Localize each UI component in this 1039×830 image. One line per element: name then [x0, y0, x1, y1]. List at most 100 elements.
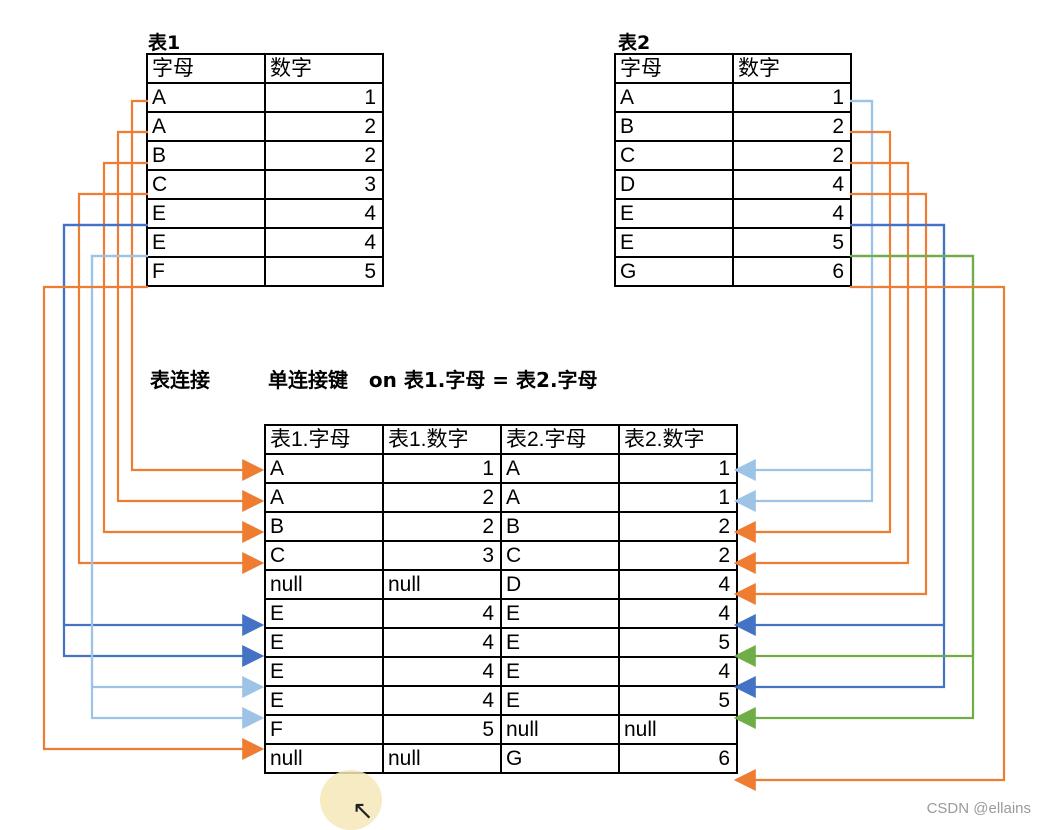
table-cell: null	[382, 569, 502, 600]
table-cell: 5	[264, 256, 384, 287]
table-cell: 4	[732, 198, 852, 229]
table-cell: 1	[732, 82, 852, 113]
table-cell: A	[614, 82, 734, 113]
table-cell: E	[264, 685, 384, 716]
table-cell: 6	[618, 743, 738, 774]
connector-arrow-left	[90, 254, 265, 729]
connector-arrow-left	[116, 130, 265, 512]
table-cell: 2	[732, 111, 852, 142]
connector-arrow-right	[733, 161, 910, 574]
table2-header-cell: 数字	[732, 53, 852, 84]
table1-header-row: 字母数字	[146, 53, 384, 84]
table-cell: 5	[618, 627, 738, 658]
connector-arrow-right	[733, 130, 892, 543]
table-cell: E	[614, 198, 734, 229]
table-cell: null	[264, 569, 384, 600]
table-cell: E	[264, 627, 384, 658]
table-cell: E	[264, 598, 384, 629]
table-cell: B	[264, 511, 384, 542]
table-cell: 2	[618, 540, 738, 571]
joined-header-row: 表1.字母表1.数字表2.字母表2.数字	[264, 424, 738, 455]
table-cell: A	[146, 111, 266, 142]
table-cell: 4	[382, 598, 502, 629]
table-cell: 4	[264, 198, 384, 229]
table2-header-cell: 字母	[614, 53, 734, 84]
table-cell: 3	[264, 169, 384, 200]
table-cell: 2	[618, 511, 738, 542]
table-cell: E	[500, 685, 620, 716]
table-cell: 4	[618, 569, 738, 600]
table-cell: G	[500, 743, 620, 774]
table-cell: E	[146, 227, 266, 258]
connector-arrow-right	[733, 285, 1006, 791]
table-cell: A	[146, 82, 266, 113]
table-cell: F	[264, 714, 384, 745]
joined-header-cell: 表1.字母	[264, 424, 384, 455]
table-cell: D	[614, 169, 734, 200]
joined-header-cell: 表2.字母	[500, 424, 620, 455]
table-cell: 2	[732, 140, 852, 171]
table-cell: 1	[618, 482, 738, 513]
table-cell: 1	[382, 453, 502, 484]
table-cell: C	[264, 540, 384, 571]
table-cell: 4	[618, 598, 738, 629]
table-cell: D	[500, 569, 620, 600]
table-cell: A	[500, 453, 620, 484]
table-cell: 4	[382, 627, 502, 658]
table-cell: 3	[382, 540, 502, 571]
connector-arrow-right	[733, 223, 946, 636]
table-cell: E	[500, 656, 620, 687]
table-cell: 5	[382, 714, 502, 745]
table-cell: F	[146, 256, 266, 287]
connector-arrow-right	[733, 99, 874, 481]
table-cell: null	[618, 714, 738, 745]
connector-arrow-right	[733, 99, 874, 512]
table-cell: null	[264, 743, 384, 774]
table-cell: E	[614, 227, 734, 258]
table-cell: 2	[264, 111, 384, 142]
watermark: CSDN @ellains	[926, 800, 1031, 817]
table-cell: 5	[618, 685, 738, 716]
table-cell: 4	[264, 227, 384, 258]
caption-join: 表连接	[150, 368, 210, 392]
joined-header-cell: 表2.数字	[618, 424, 738, 455]
table-cell: 4	[382, 685, 502, 716]
table2-title: 表2	[618, 32, 651, 54]
table-cell: 2	[382, 482, 502, 513]
table-cell: null	[500, 714, 620, 745]
table-cell: E	[264, 656, 384, 687]
table-cell: E	[146, 198, 266, 229]
table-cell: 4	[618, 656, 738, 687]
table-cell: null	[382, 743, 502, 774]
connector-arrow-left	[77, 192, 265, 574]
connector-arrow-right	[733, 254, 975, 667]
connector-arrow-left	[62, 223, 265, 636]
table-cell: C	[146, 169, 266, 200]
table-cell: 6	[732, 256, 852, 287]
connector-arrow-right	[733, 254, 975, 729]
table-cell: 1	[264, 82, 384, 113]
table-cell: 4	[732, 169, 852, 200]
